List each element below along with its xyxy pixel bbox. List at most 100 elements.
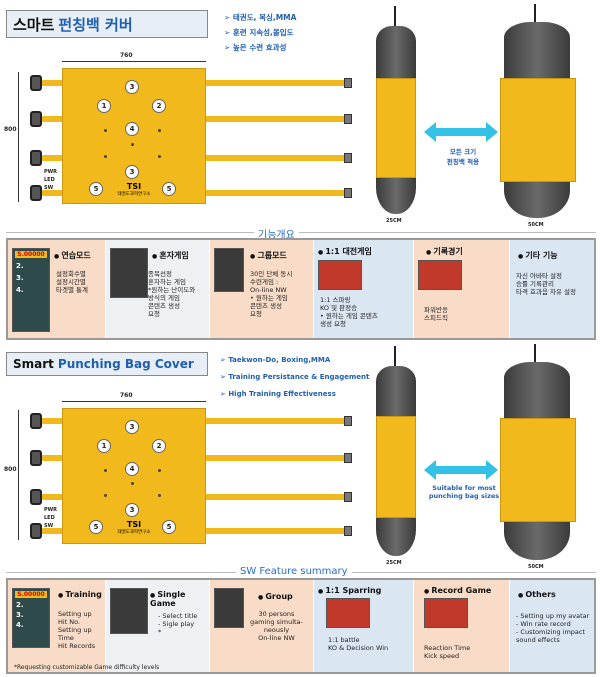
double-arrow-icon bbox=[424, 458, 498, 486]
small-bag-size: 25CM bbox=[386, 560, 402, 566]
target-5-icon: 5 bbox=[162, 520, 176, 534]
buckle-icon bbox=[30, 75, 42, 91]
sensor-dot bbox=[158, 494, 161, 497]
practice-screen: S.00000 2. 3. 4. bbox=[12, 248, 50, 332]
bag-chain-icon bbox=[534, 4, 536, 24]
bottom-title-prefix: Smart bbox=[13, 357, 54, 371]
bottom-feature-panel: S.00000 2. 3. 4. Training Setting up Hit… bbox=[6, 578, 596, 674]
sensor-dot bbox=[158, 469, 161, 472]
top-feature-panel: S.00000 2. 3. 4. 연습모드 설정회수별 설정시간별 타겟별 통계… bbox=[6, 238, 596, 340]
target-2-icon: 2 bbox=[152, 99, 166, 113]
top-width-line bbox=[62, 61, 206, 62]
buckle-icon bbox=[30, 489, 42, 505]
sparring-thumbnail bbox=[326, 598, 370, 628]
pwr-label: PWR bbox=[44, 169, 58, 175]
top-bullet: 훈련 지속성,몰입도 bbox=[224, 25, 364, 40]
target-3-icon: 3 bbox=[125, 165, 139, 179]
tsi-logo: TSI 태권도과학연구소 bbox=[112, 182, 156, 197]
target-5-icon: 5 bbox=[89, 520, 103, 534]
card-text: 자신 아바타 설정 승률 기록관리 타격 효과음 자유 설정 bbox=[516, 272, 577, 296]
group-thumbnail bbox=[214, 248, 244, 292]
top-bullet: 높은 수련 효과성 bbox=[224, 40, 364, 55]
practice-screen: S.00000 2. 3. 4. bbox=[12, 588, 50, 648]
top-bullets: 태권도, 복싱,MMA 훈련 지속성,몰입도 높은 수련 효과성 bbox=[224, 10, 364, 55]
feature-card: S.00000 2. 3. 4. 연습모드 설정회수별 설정시간별 타겟별 통계 bbox=[8, 240, 106, 338]
sensor-dot bbox=[131, 143, 134, 146]
bottom-section-title: SW Feature summary bbox=[236, 566, 352, 577]
buckle-icon bbox=[344, 416, 352, 426]
card-title: 1:1 Sparring bbox=[318, 586, 381, 595]
game-thumbnail bbox=[110, 588, 148, 634]
tsi-sub: 태권도과학연구소 bbox=[117, 192, 151, 197]
sensor-dot bbox=[104, 494, 107, 497]
feature-card: 1:1 Sparring 1:1 battle KO & Decision Wi… bbox=[314, 580, 414, 672]
large-bag-size: 50CM bbox=[528, 564, 544, 570]
card-text: - Select title - Sigle play * bbox=[158, 612, 198, 636]
tsi-label: TSI bbox=[126, 182, 142, 191]
target-3-icon: 3 bbox=[125, 80, 139, 94]
game-thumbnail bbox=[110, 248, 148, 298]
sensor-dot bbox=[104, 155, 107, 158]
footnote: *Requesting customizable Game difficulty… bbox=[14, 664, 160, 671]
buckle-icon bbox=[344, 453, 352, 463]
target-4-icon: 4 bbox=[125, 122, 139, 136]
target-2-icon: 2 bbox=[152, 439, 166, 453]
bottom-width-line bbox=[62, 401, 206, 402]
large-bag-cover bbox=[500, 418, 576, 522]
buckle-icon bbox=[344, 492, 352, 502]
target-3-icon: 3 bbox=[125, 503, 139, 517]
target-3-icon: 3 bbox=[125, 420, 139, 434]
bottom-title: Smart Punching Bag Cover bbox=[6, 352, 208, 376]
card-text: 파워반응 스피드킥 bbox=[424, 306, 448, 322]
feature-card: S.00000 2. 3. 4. Training Setting up Hit… bbox=[8, 580, 106, 672]
buckle-icon bbox=[30, 413, 42, 429]
feature-card: Record Game Reaction Time Kick speed bbox=[414, 580, 510, 672]
bottom-height-line bbox=[18, 410, 19, 540]
buckle-icon bbox=[30, 185, 42, 201]
feature-card: 혼자게임 종목선정 혼자하는 게임 *원하는 난이도와 방식의 게임 콘텐츠 생… bbox=[106, 240, 210, 338]
buckle-icon bbox=[344, 78, 352, 88]
record-thumbnail bbox=[418, 260, 462, 290]
large-bag-size: 50CM bbox=[528, 222, 544, 228]
feature-card: Group 30 persons gaming simulta- neously… bbox=[210, 580, 314, 672]
buckle-icon bbox=[344, 188, 352, 198]
screen-value: S.00000 bbox=[15, 591, 47, 598]
top-arrow-text: 모든 크기 펀칭백 적용 bbox=[446, 148, 480, 166]
feature-card: Others - Setting up my avatar - Win rate… bbox=[510, 580, 594, 672]
card-title: 기록경기 bbox=[426, 246, 462, 257]
sensor-dot bbox=[158, 129, 161, 132]
buckle-icon bbox=[30, 450, 42, 466]
top-section-line bbox=[6, 232, 596, 233]
top-title-accent: 펀칭백 커버 bbox=[58, 15, 133, 34]
card-text: 30인 단체 동시 수련게임 : On-line NW • 원하는 게임 콘텐츠… bbox=[250, 270, 293, 318]
target-4-icon: 4 bbox=[125, 462, 139, 476]
buckle-icon bbox=[344, 153, 352, 163]
card-text: Setting up Hit No. Setting up Time Hit R… bbox=[58, 610, 96, 650]
side-labels: PWR LED SW bbox=[44, 168, 57, 192]
bottom-bullets: Taekwon-Do, Boxing,MMA Training Persista… bbox=[220, 352, 380, 403]
card-title: Training bbox=[58, 590, 102, 599]
sensor-dot bbox=[104, 129, 107, 132]
sw-label: SW bbox=[44, 523, 54, 529]
screen-row: 4. bbox=[16, 286, 24, 294]
card-text: 1:1 battle KO & Decision Win bbox=[328, 636, 389, 652]
card-title: Others bbox=[518, 590, 555, 599]
screen-row: 2. bbox=[16, 262, 24, 270]
buckle-icon bbox=[344, 526, 352, 536]
tsi-logo: TSI 태권도과학연구소 bbox=[112, 520, 156, 535]
sensor-dot bbox=[131, 482, 134, 485]
bottom-bullet: Training Persistance & Engagement bbox=[220, 369, 380, 386]
buckle-icon bbox=[30, 523, 42, 539]
feature-card: 그룹모드 30인 단체 동시 수련게임 : On-line NW • 원하는 게… bbox=[210, 240, 314, 338]
top-bullet: 태권도, 복싱,MMA bbox=[224, 10, 364, 25]
card-text: 30 persons gaming simulta- neously On-li… bbox=[250, 610, 303, 642]
top-section-title: 기능개요 bbox=[254, 226, 299, 241]
screen-rows: 2. 3. 4. bbox=[13, 260, 49, 296]
bottom-width-label: 760 bbox=[120, 392, 133, 399]
card-title: Single Game bbox=[150, 590, 209, 608]
top-height-label: 800 bbox=[4, 126, 17, 133]
screen-value: S.00000 bbox=[15, 251, 47, 258]
led-label: LED bbox=[44, 515, 55, 521]
led-label: LED bbox=[44, 177, 55, 183]
card-title: 연습모드 bbox=[54, 250, 90, 261]
